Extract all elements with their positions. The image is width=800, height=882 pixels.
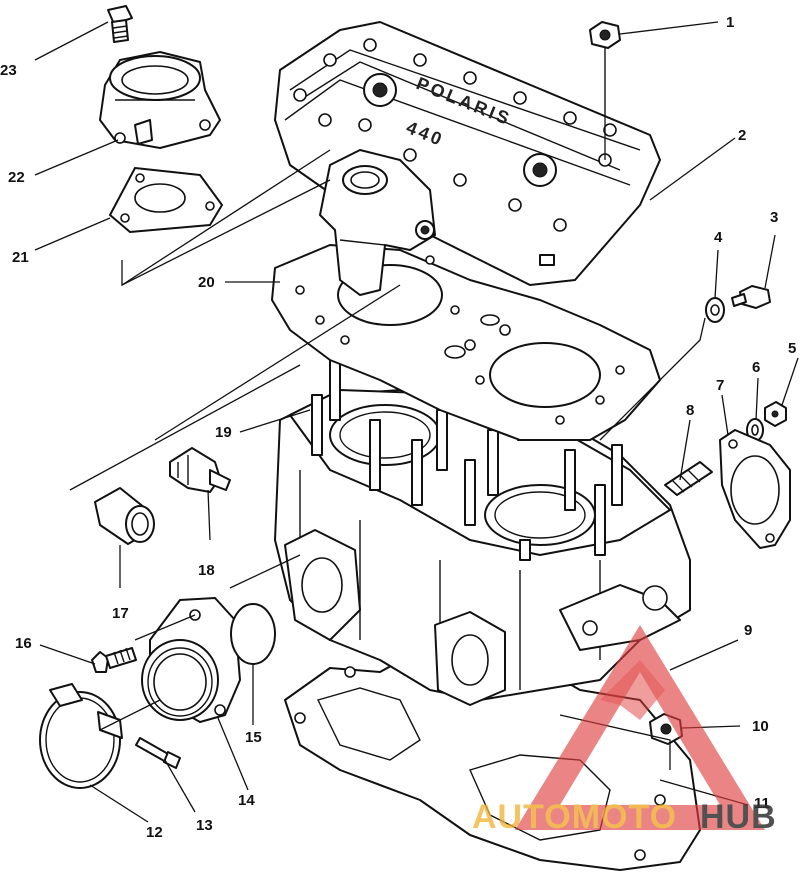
screw-13 <box>135 737 181 769</box>
callout-22: 22 <box>8 169 25 186</box>
callout-1: 1 <box>726 14 734 31</box>
callout-4: 4 <box>714 229 723 246</box>
callout-6: 6 <box>752 359 760 376</box>
cylinder-head-cover: POLARIS 440 <box>274 21 661 286</box>
nut-1 <box>589 21 621 115</box>
callout-13: 13 <box>196 817 213 834</box>
fitting-3 <box>731 285 771 309</box>
callout-23: 23 <box>0 62 17 79</box>
thermostat-gasket-21 <box>109 167 223 233</box>
watermark-inner-mark <box>600 660 665 720</box>
watermark-text-automoto: AUTOMOTO <box>472 798 677 836</box>
callout-21: 21 <box>12 249 29 266</box>
callout-16: 16 <box>15 635 32 652</box>
callout-9: 9 <box>744 622 752 639</box>
hose-clamp-12 <box>39 683 123 789</box>
bolt-23 <box>107 5 133 43</box>
callout-12: 12 <box>146 824 163 841</box>
thermostat-housing-22 <box>99 51 221 149</box>
nut-5 <box>764 401 787 427</box>
callout-5: 5 <box>788 340 796 357</box>
callout-18: 18 <box>198 562 215 579</box>
callout-11: 11 <box>754 795 770 812</box>
coolant-outlet-housing <box>319 149 436 296</box>
fitting-17 <box>94 487 155 545</box>
callout-14: 14 <box>238 792 255 809</box>
callout-20: 20 <box>198 274 215 291</box>
callout-leaders <box>34 21 799 823</box>
washer-4 <box>705 297 725 323</box>
watermark-text-hub: HUB <box>700 798 777 836</box>
watermark: AUTOMOTO HUB <box>472 625 777 836</box>
callout-8: 8 <box>686 402 694 419</box>
cylinder-block <box>274 354 691 706</box>
callout-19: 19 <box>215 424 232 441</box>
callout-numbers: 1 2 3 4 5 6 7 8 9 10 11 12 13 14 15 16 1… <box>0 14 796 841</box>
stud-8 <box>664 461 713 496</box>
callout-2: 2 <box>738 127 746 144</box>
callout-17: 17 <box>112 605 129 622</box>
o-ring-15 <box>230 603 276 665</box>
callout-15: 15 <box>245 729 262 746</box>
intake-flange-14 <box>141 597 241 723</box>
temperature-sensor-18 <box>169 447 231 493</box>
bolt-16 <box>91 647 137 673</box>
callout-7: 7 <box>716 377 724 394</box>
callout-10: 10 <box>752 718 769 735</box>
exhaust-gasket-7 <box>719 429 791 549</box>
callout-3: 3 <box>770 209 778 226</box>
